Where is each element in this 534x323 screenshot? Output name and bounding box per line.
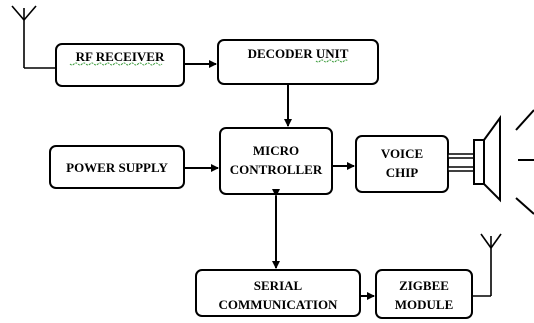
zigbee-module-label-line2: MODULE	[395, 297, 454, 312]
zigbee-module-label-line1: ZIGBEE	[399, 278, 449, 293]
rf-receiver-block: RF RECEIVER	[55, 43, 185, 87]
decoder-unit-block: DECODER UNIT	[217, 39, 379, 85]
rf-antenna-icon	[11, 5, 56, 69]
zigbee-module-block: ZIGBEE MODULE	[375, 269, 473, 319]
serial-communication-label-line2: COMMUNICATION	[219, 297, 339, 312]
micro-controller-label-line1: MICRO	[253, 143, 299, 158]
serial-communication-block: SERIAL COMMUNICATION	[195, 269, 361, 317]
serial-communication-label-line1: SERIAL	[254, 278, 303, 293]
connectors	[184, 60, 375, 300]
voice-chip-label-line2: CHIP	[386, 165, 419, 180]
decoder-unit-label: DECODER UNIT	[248, 46, 349, 61]
speaker-icon	[447, 109, 534, 215]
micro-controller-label-line2: CONTROLLER	[230, 162, 323, 177]
rf-receiver-label: RF RECEIVER	[76, 49, 165, 64]
voice-chip-block: VOICE CHIP	[355, 135, 449, 193]
power-supply-label: POWER SUPPLY	[66, 160, 168, 175]
voice-chip-label-line1: VOICE	[381, 146, 423, 161]
power-supply-block: POWER SUPPLY	[49, 145, 185, 189]
micro-controller-block: MICRO CONTROLLER	[219, 127, 333, 195]
zigbee-antenna-icon	[472, 233, 502, 297]
